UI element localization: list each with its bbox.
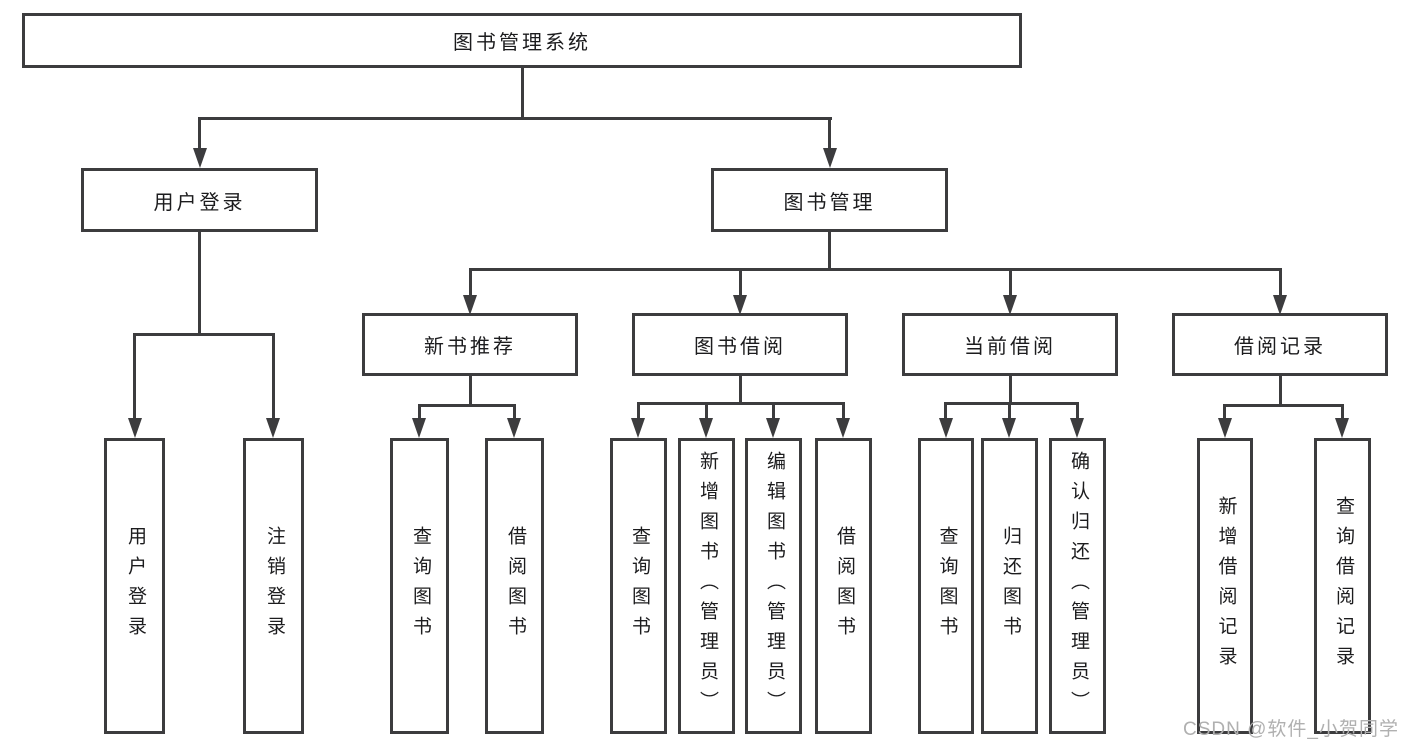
node-new-book-recommend-label: 新书推荐 — [424, 336, 516, 358]
arrow-user-login — [193, 148, 207, 168]
connector-g1-drop3 — [772, 402, 775, 418]
arrow-g1-leaf1 — [631, 418, 645, 438]
arrow-leaf-login — [128, 418, 142, 438]
node-user-login-label: 用户登录 — [153, 191, 246, 214]
connector-drop-current — [1009, 268, 1012, 295]
connector-g2-drop2 — [1008, 402, 1011, 418]
arrow-book-mgmt — [823, 148, 837, 168]
arrow-g0-leaf1 — [412, 418, 426, 438]
connector-g0-stem — [469, 376, 472, 406]
leaf-query-borrow-record: 查询借阅记录 — [1314, 438, 1371, 734]
leaf-add-borrow-record: 新增借阅记录 — [1197, 438, 1253, 734]
arrow-recommend — [463, 295, 477, 315]
watermark-text: CSDN @软件_小贺同学 — [1183, 719, 1399, 740]
connector-g0-rail — [418, 404, 516, 407]
leaf-return-book: 归还图书 — [981, 438, 1038, 734]
connector-g1-drop2 — [705, 402, 708, 418]
leaf-borrow-query-books-label: 查询图书 — [628, 526, 650, 646]
connector-g1-drop4 — [842, 402, 845, 418]
node-current-borrow: 当前借阅 — [902, 313, 1118, 376]
connector-drop-user-login — [198, 117, 201, 148]
connector-g1-drop1 — [637, 402, 640, 418]
arrow-g3-leaf2 — [1335, 418, 1349, 438]
node-current-borrow-label: 当前借阅 — [964, 336, 1056, 358]
connector-g0-drop1 — [418, 404, 421, 418]
connector-drop-records — [1279, 268, 1282, 295]
node-borrow-records-label: 借阅记录 — [1234, 336, 1326, 358]
leaf-logout: 注销登录 — [243, 438, 304, 734]
arrow-g2-leaf1 — [939, 418, 953, 438]
arrow-borrow — [733, 295, 747, 315]
connector-userlogin-stem — [198, 232, 201, 335]
connector-drop-book-mgmt — [828, 117, 831, 148]
leaf-query-borrow-record-label: 查询借阅记录 — [1332, 496, 1354, 676]
leaf-borrow-query-books: 查询图书 — [610, 438, 667, 734]
connector-root-stem — [521, 68, 524, 119]
arrow-leaf-logout — [266, 418, 280, 438]
leaf-recommend-query-books-label: 查询图书 — [409, 526, 431, 646]
connector-g0-drop2 — [513, 404, 516, 418]
leaf-logout-label: 注销登录 — [263, 526, 285, 646]
connector-userlogin-rail — [133, 333, 275, 336]
arrow-g3-leaf1 — [1218, 418, 1232, 438]
arrow-records — [1273, 295, 1287, 315]
connector-g2-drop3 — [1076, 402, 1079, 418]
leaf-edit-book-admin-label: 编辑图书（管理员） — [763, 451, 785, 721]
leaf-user-login-label: 用户登录 — [124, 526, 146, 646]
connector-g3-drop1 — [1223, 404, 1226, 418]
connector-level1-rail — [198, 117, 832, 120]
leaf-add-book-admin: 新增图书（管理员） — [678, 438, 735, 734]
arrow-g1-leaf3 — [766, 418, 780, 438]
leaf-borrow-books: 借阅图书 — [815, 438, 872, 734]
node-borrow-records: 借阅记录 — [1172, 313, 1388, 376]
node-root: 图书管理系统 — [22, 13, 1022, 68]
arrow-g1-leaf2 — [699, 418, 713, 438]
connector-g2-rail — [944, 402, 1079, 405]
arrow-g2-leaf3 — [1070, 418, 1084, 438]
leaf-add-book-admin-label: 新增图书（管理员） — [696, 451, 718, 721]
connector-g1-rail — [637, 402, 845, 405]
arrow-g2-leaf2 — [1002, 418, 1016, 438]
leaf-confirm-return-admin-label: 确认归还（管理员） — [1067, 451, 1089, 721]
connector-level2-rail — [469, 268, 1282, 271]
node-new-book-recommend: 新书推荐 — [362, 313, 578, 376]
arrow-current — [1003, 295, 1017, 315]
leaf-recommend-borrow-books-label: 借阅图书 — [504, 526, 526, 646]
connector-g1-stem — [739, 376, 742, 404]
node-user-login: 用户登录 — [81, 168, 318, 232]
leaf-recommend-query-books: 查询图书 — [390, 438, 449, 734]
leaf-return-book-label: 归还图书 — [999, 526, 1021, 646]
leaf-confirm-return-admin: 确认归还（管理员） — [1049, 438, 1106, 734]
connector-g3-stem — [1279, 376, 1282, 406]
connector-g2-stem — [1009, 376, 1012, 404]
leaf-borrow-books-label: 借阅图书 — [833, 526, 855, 646]
connector-drop-leaf-login — [133, 333, 136, 418]
arrow-g1-leaf4 — [836, 418, 850, 438]
node-book-management: 图书管理 — [711, 168, 948, 232]
connector-g3-rail — [1223, 404, 1344, 407]
arrow-g0-leaf2 — [507, 418, 521, 438]
leaf-recommend-borrow-books: 借阅图书 — [485, 438, 544, 734]
leaf-current-query-books: 查询图书 — [918, 438, 974, 734]
node-root-label: 图书管理系统 — [453, 32, 591, 54]
node-book-borrow: 图书借阅 — [632, 313, 848, 376]
node-book-borrow-label: 图书借阅 — [694, 336, 786, 358]
leaf-current-query-books-label: 查询图书 — [936, 526, 958, 646]
connector-drop-recommend — [469, 268, 472, 295]
connector-bookmgmt-stem — [828, 232, 831, 270]
connector-g2-drop1 — [944, 402, 947, 418]
leaf-user-login: 用户登录 — [104, 438, 165, 734]
leaf-edit-book-admin: 编辑图书（管理员） — [745, 438, 802, 734]
leaf-add-borrow-record-label: 新增借阅记录 — [1215, 496, 1237, 676]
connector-g3-drop2 — [1341, 404, 1344, 418]
connector-drop-borrow — [739, 268, 742, 295]
connector-drop-leaf-logout — [272, 333, 275, 418]
node-book-management-label: 图书管理 — [783, 191, 876, 214]
